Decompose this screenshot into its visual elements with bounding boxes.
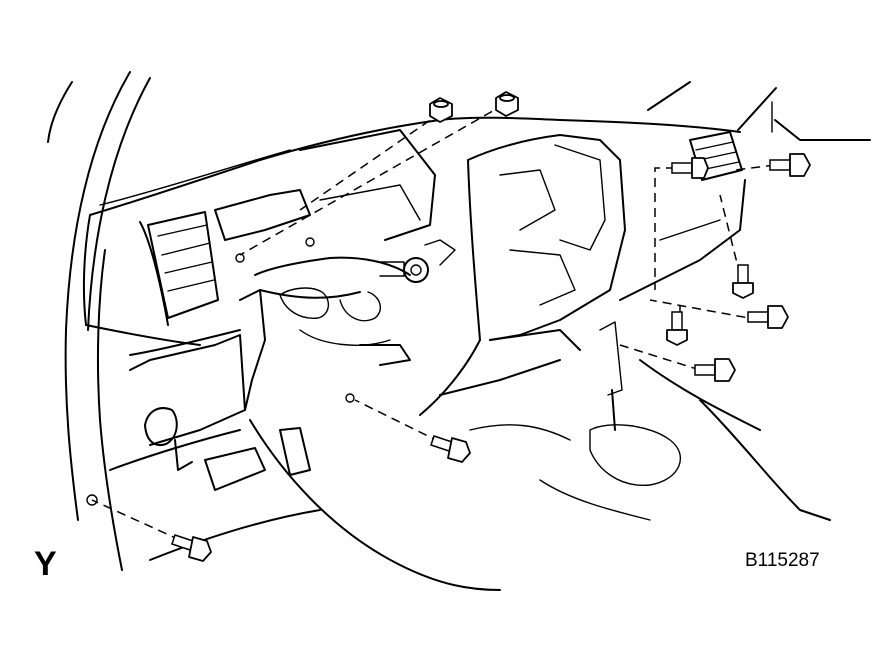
bolt-icon — [671, 157, 709, 179]
figure-code-label: B115287 — [745, 550, 820, 571]
bolt-hole — [305, 237, 315, 247]
bolt-hole — [235, 253, 245, 263]
windshield-outline — [647, 81, 871, 141]
nut-icon — [429, 97, 453, 123]
steering-column-assembly — [214, 129, 456, 411]
nut-icon — [495, 91, 519, 117]
bolt-icon — [769, 153, 811, 177]
bolt-icon — [666, 311, 688, 346]
center-console — [419, 134, 831, 521]
bolt-icon — [694, 358, 736, 382]
bolt-icon — [430, 435, 471, 463]
bolt-hole — [345, 393, 355, 403]
view-letter-label: Y — [34, 545, 57, 583]
bolt-icon — [747, 305, 789, 329]
bolt-hole — [86, 494, 98, 506]
lower-panel — [109, 334, 501, 591]
bolt-icon — [732, 264, 754, 299]
dashboard-panel — [82, 116, 741, 356]
door-opening-outline — [47, 71, 151, 571]
bolt-icon — [171, 534, 212, 562]
